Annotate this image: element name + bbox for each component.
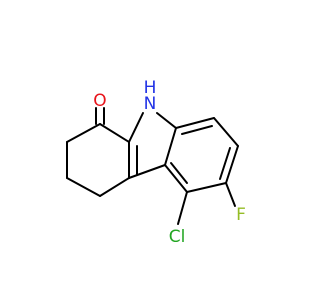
atom-labels: O H N Cl F <box>93 78 246 247</box>
bond-c6-f <box>225 182 236 207</box>
molecule-structure: O H N Cl F <box>66 78 246 247</box>
bond-c1-c2 <box>66 123 101 143</box>
bond-c6-c5 <box>186 182 227 193</box>
bond-skeleton <box>66 107 239 225</box>
bond-c7-c6-inner <box>219 147 231 180</box>
nitrogen-label: N <box>144 94 157 114</box>
bond-c5-c4b <box>164 164 188 193</box>
bond-c8a-c4b <box>164 127 177 166</box>
bond-c5-cl <box>177 191 188 225</box>
bond-c4-c4a <box>99 177 130 197</box>
bond-c7-c6 <box>225 145 239 184</box>
bond-c4a-c4b <box>128 164 166 179</box>
bond-c8-c7 <box>213 117 239 147</box>
fluorine-label: F <box>236 205 246 225</box>
chlorine-label: Cl <box>169 227 186 247</box>
bond-c3-c4 <box>66 177 101 197</box>
bond-n-c8a <box>156 112 177 129</box>
bond-c5-c4b-inner <box>170 162 188 184</box>
bond-c8a-c8-inner <box>181 125 213 135</box>
oxygen-label: O <box>93 91 106 111</box>
nitrogen-hydrogen-label: H <box>144 78 157 98</box>
bond-c9a-n <box>128 112 144 143</box>
bond-c8a-c8 <box>175 117 215 129</box>
bond-c1-c9a <box>99 123 130 143</box>
